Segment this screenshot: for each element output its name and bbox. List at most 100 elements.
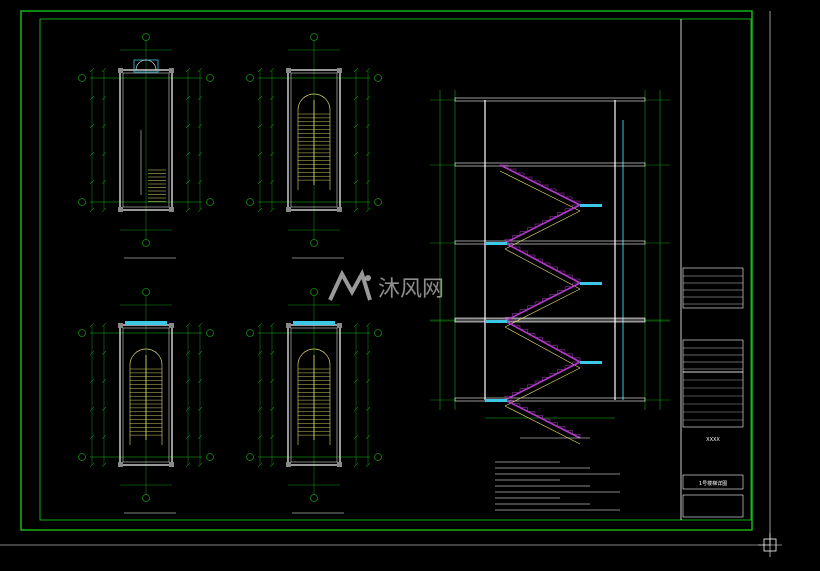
stair-plan-2 [246,33,382,259]
dimension-tick [365,462,371,468]
axis-bubble [246,74,254,82]
stair-step [557,290,565,295]
axis-bubble [206,453,214,461]
dimension-tick [257,378,263,384]
dimension-tick [197,67,203,73]
dimension-tick [365,123,371,129]
wall-inner [122,72,170,208]
dimension-tick [89,151,95,157]
dimension-tick [257,95,263,101]
stair-step [527,411,536,416]
dimension-tick [197,462,203,468]
dimension-tick [365,67,371,73]
dimension-tick [101,434,107,440]
stair-flight-underside [504,326,581,369]
dimension-tick [353,462,359,468]
column [286,462,291,467]
dimension-tick [353,207,359,213]
stair-step [505,320,513,326]
stair-step [572,357,581,362]
stair-step [504,238,513,243]
dimension-tick [269,462,275,468]
stair-step [504,316,513,321]
dimension-tick [185,378,191,384]
landing-marker [485,242,507,245]
door-swing [145,59,157,71]
dimension-tick [185,350,191,356]
dimension-tick [353,67,359,73]
axis-bubble [310,33,318,41]
dimension-tick [89,95,95,101]
stair-step [512,313,520,318]
column [118,68,123,73]
stair-flight-underside [504,288,581,328]
dimension-tick [353,434,359,440]
dimension-tick [269,406,275,412]
column [337,462,342,467]
dimension-tick [353,179,359,185]
stair-step [512,324,521,330]
dimension-tick [353,123,359,129]
axis-bubble [246,453,254,461]
axis-bubble [142,239,150,247]
dimension-tick [185,67,191,73]
stair-step [549,294,558,299]
stair-step [557,270,566,275]
dimension-tick [365,95,371,101]
stair-flight-underside [499,170,581,212]
stair-step [512,246,521,251]
stair-step [527,333,536,338]
stair-step [535,258,543,263]
stair-step [564,208,573,213]
stair-step [508,168,517,173]
dimension-tick [257,207,263,213]
dimension-tick [89,322,95,328]
stair-step [535,337,543,342]
dimension-tick [197,123,203,129]
dimension-tick [269,179,275,185]
stair-step [565,274,573,279]
stair-arch [297,348,331,366]
dimension-tick [257,322,263,328]
floor-slab [454,162,646,167]
dimension-tick [197,434,203,440]
dimension-tick [365,350,371,356]
wall-inner [122,327,170,463]
stair-step [572,282,580,287]
column [286,207,291,212]
column [337,207,342,212]
stair-step [548,188,557,193]
dimension-tick [101,350,107,356]
stair-step [527,227,535,232]
dimension-tick [269,378,275,384]
dimension-tick [197,350,203,356]
wall-outline [287,69,341,211]
axis-bubble [310,288,318,296]
dimension-tick [89,350,95,356]
stair-step [557,212,565,217]
stair-step [527,254,536,259]
column [286,323,291,328]
column [169,207,174,212]
stair-step [550,422,558,427]
floor-slab [454,240,646,245]
dimension-tick [101,207,107,213]
stair-step [564,196,573,201]
window-marker [125,321,167,325]
dimension-tick [257,350,263,356]
floor-slab [454,317,646,322]
stair-step [572,200,581,205]
dimension-tick [197,95,203,101]
stair-step [516,172,525,177]
axis-bubble [310,239,318,247]
landing-marker [580,282,602,285]
landing-marker [485,320,507,323]
axis-bubble [374,329,382,337]
stair-step [564,286,573,291]
dimension-tick [101,406,107,412]
dimension-tick [353,406,359,412]
stair-step [550,266,558,271]
stair-step [532,180,541,185]
dimension-tick [257,123,263,129]
dimension-tick [365,322,371,328]
